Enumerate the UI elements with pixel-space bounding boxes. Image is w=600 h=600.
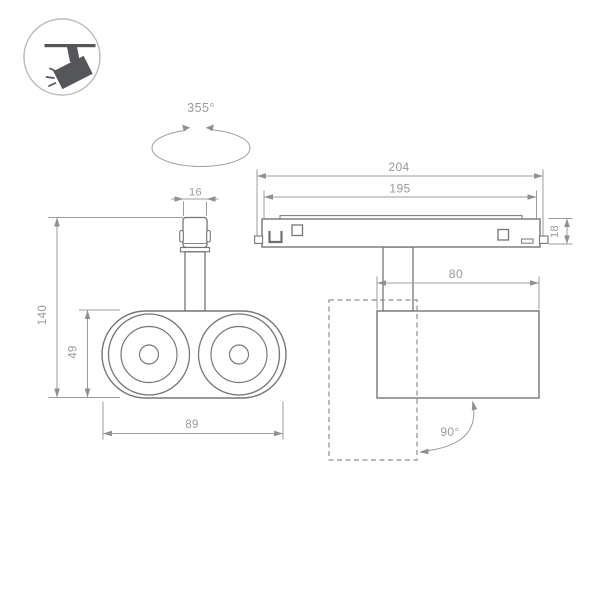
dim-body-length: 80 <box>376 267 540 310</box>
side-track-hole-left <box>291 224 304 237</box>
rotation-gap <box>186 123 210 133</box>
front-adapter-clip-right <box>206 229 211 243</box>
tilt-arrow-up-icon <box>471 400 478 411</box>
side-stem <box>382 246 414 312</box>
icon-light-rays <box>45 67 58 87</box>
dim-adapter-width-label: 16 <box>189 187 202 199</box>
tilt-arrow-left-icon <box>419 448 429 455</box>
front-stem <box>184 251 206 312</box>
front-lamp-right <box>197 313 281 396</box>
dim-head-width: 89 <box>102 401 284 440</box>
dim-track-height: 18 <box>548 218 573 245</box>
dim-head-height: 49 <box>68 309 120 398</box>
dim-adapter-width: 16 <box>171 187 219 216</box>
side-lamp-body <box>376 310 540 399</box>
dim-tilt-angle: 90° <box>419 400 478 455</box>
rotation-arrow-left-icon <box>182 124 191 131</box>
dim-tilt-angle-label: 90° <box>440 425 459 439</box>
product-icon <box>23 18 101 96</box>
rotation-arrow-right-icon <box>205 124 214 131</box>
side-body-rotated-dashed <box>328 299 418 461</box>
dim-track-body-length: 195 <box>263 182 537 219</box>
dim-body-length-label: 80 <box>449 267 463 281</box>
tilt-arc <box>420 402 475 452</box>
dim-track-length-label: 204 <box>388 160 409 174</box>
dim-track-height-label: 18 <box>549 225 561 238</box>
rotation-ellipse <box>151 129 251 167</box>
front-lamp-left <box>107 313 191 396</box>
dim-track-body-length-label: 195 <box>389 182 410 196</box>
front-view <box>101 216 287 399</box>
side-track-tab-left <box>254 235 264 244</box>
side-track-clip <box>268 231 283 244</box>
icon-stem <box>67 47 80 62</box>
side-track-tab-right <box>538 235 549 244</box>
icon-lamp-head <box>53 55 93 90</box>
front-lamp-body <box>101 310 287 399</box>
side-track-base <box>261 218 541 248</box>
dim-total-height-label: 140 <box>37 305 49 325</box>
dim-track-length: 204 <box>256 160 544 236</box>
dim-total-height: 140 <box>37 217 183 398</box>
rotation-indicator: 355° <box>151 101 251 167</box>
side-track-slot <box>521 238 534 244</box>
side-view <box>254 215 549 461</box>
dim-head-width-label: 89 <box>185 419 199 431</box>
icon-ceiling-line <box>44 44 96 48</box>
dim-head-height-label: 49 <box>68 345 80 359</box>
side-track-hole-right <box>497 228 510 241</box>
front-adapter-clip-left <box>179 229 184 243</box>
rotation-angle-label: 355° <box>187 101 214 115</box>
